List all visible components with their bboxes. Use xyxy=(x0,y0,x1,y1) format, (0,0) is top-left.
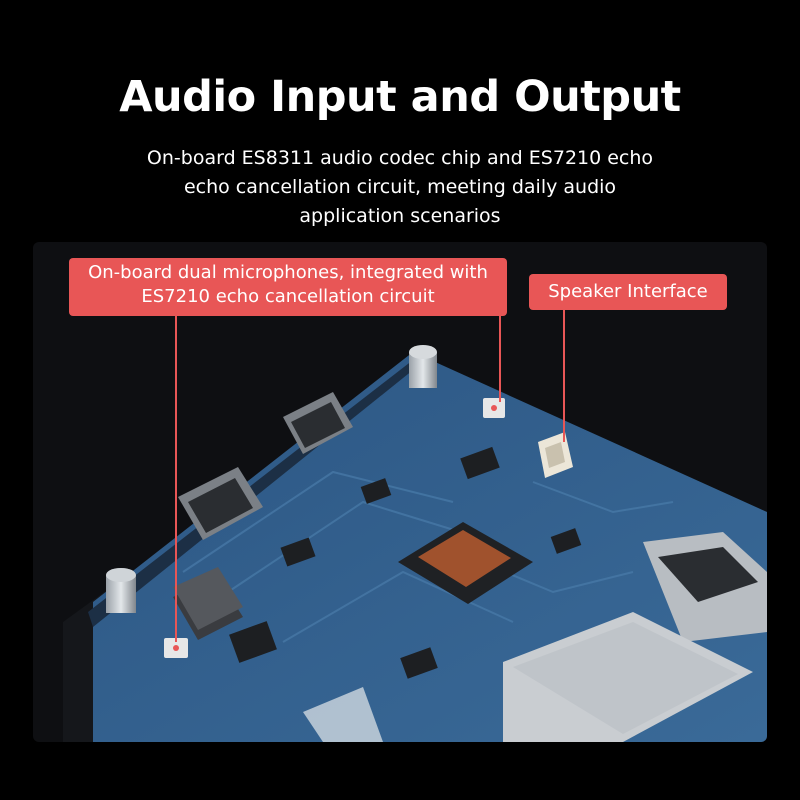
standoff-left xyxy=(106,568,136,613)
board-photo xyxy=(33,242,767,742)
microphones-callout-line-2: ES7210 echo cancellation circuit xyxy=(141,286,435,307)
microphone-top xyxy=(483,398,505,418)
core-module xyxy=(503,612,753,742)
microphones-callout: On-board dual microphones, integrated wi… xyxy=(69,258,507,316)
speaker-connector xyxy=(538,432,573,478)
subtitle-line-3: application scenarios xyxy=(299,205,501,227)
microphones-callout-line-1: On-board dual microphones, integrated wi… xyxy=(88,262,488,283)
display-connector xyxy=(398,522,533,604)
speaker-callout-label: Speaker Interface xyxy=(548,281,708,302)
subtitle-line-1: On-board ES8311 audio codec chip and ES7… xyxy=(146,147,654,169)
inductor xyxy=(173,567,243,640)
speaker-callout: Speaker Interface xyxy=(529,274,727,310)
sd-card-slot xyxy=(643,532,767,642)
microphone-bottom xyxy=(164,638,188,658)
usb-c-port-2 xyxy=(178,467,263,540)
page-subtitle: On-board ES8311 audio codec chip and ES7… xyxy=(100,144,700,231)
subtitle-line-2: echo cancellation circuit, meeting daily… xyxy=(183,176,617,198)
page-title: Audio Input and Output xyxy=(119,72,681,122)
usb-c-port-1 xyxy=(283,392,353,454)
board-illustration xyxy=(63,308,767,742)
standoff-top xyxy=(409,345,437,388)
